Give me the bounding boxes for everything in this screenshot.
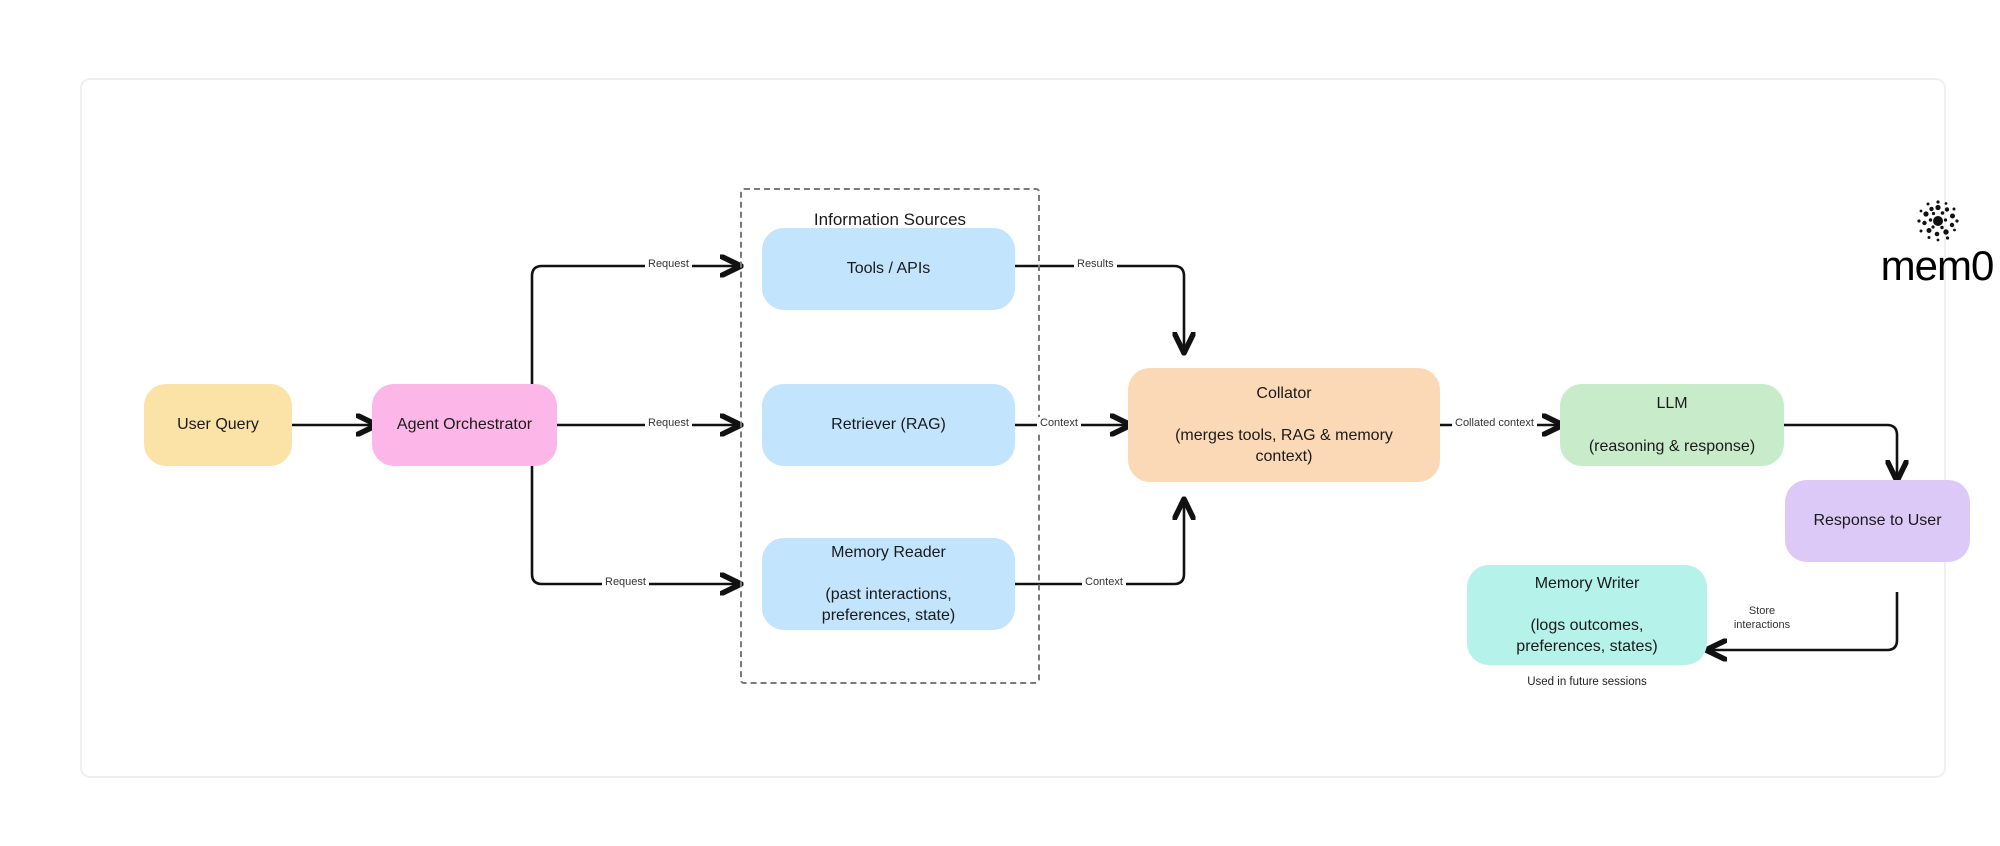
store-interactions-line1: Store <box>1748 605 1776 617</box>
node-agent-orchestrator[interactable]: Agent Orchestrator <box>372 384 557 466</box>
node-collator-sub: (merges tools, RAG & memory context) <box>1175 427 1393 466</box>
node-retriever-rag[interactable]: Retriever (RAG) <box>762 384 1015 466</box>
node-memory-writer-label: Memory Writer <box>1534 574 1640 592</box>
edge-label-request-mid: Request <box>645 417 692 431</box>
mem0-logo: mem0 <box>1877 198 1997 289</box>
node-agent-orchestrator-label: Agent Orchestrator <box>396 416 533 434</box>
edge-label-request-bottom: Request <box>602 576 649 590</box>
caption-used-in-future-sessions: Used in future sessions <box>1527 676 1647 688</box>
node-response-to-user-label: Response to User <box>1813 512 1942 530</box>
node-tools-apis-label: Tools / APIs <box>846 260 931 278</box>
node-response-to-user[interactable]: Response to User <box>1785 480 1970 562</box>
mem0-radial-dots-icon <box>1917 200 1959 242</box>
edge-orchestrator-to-memoryreader <box>530 425 740 584</box>
edge-llm-to-response <box>1782 423 1897 480</box>
edge-label-request-top: Request <box>645 258 692 272</box>
node-memory-reader-sub: (past interactions, preferences, state) <box>821 586 956 625</box>
edge-tools-to-collator <box>990 264 1184 352</box>
node-collator[interactable]: Collator (merges tools, RAG & memory con… <box>1128 368 1440 482</box>
node-collator-label: Collator <box>1256 384 1312 402</box>
edge-label-context-bottom: Context <box>1082 576 1126 590</box>
information-sources-group: Information Sources <box>740 188 1040 684</box>
node-memory-writer[interactable]: Memory Writer (logs outcomes, preference… <box>1467 565 1707 665</box>
node-llm[interactable]: LLM (reasoning & response) <box>1560 384 1784 466</box>
node-memory-reader-label: Memory Reader <box>831 543 946 561</box>
diagram-canvas: Information Sources User Query Agent Orc… <box>80 78 1994 778</box>
store-interactions-line2: interactions <box>1733 618 1791 631</box>
node-llm-sub: (reasoning & response) <box>1588 437 1756 455</box>
node-user-query-label: User Query <box>177 416 259 434</box>
information-sources-label: Information Sources <box>813 210 967 229</box>
edge-label-results: Results <box>1074 258 1117 272</box>
edge-label-collated-context: Collated context <box>1452 417 1537 431</box>
edge-memoryreader-to-collator <box>990 500 1184 586</box>
edge-label-store-interactions: Store interactions <box>1722 605 1802 633</box>
edge-label-context-mid: Context <box>1037 417 1081 431</box>
edge-orchestrator-to-tools <box>530 266 740 425</box>
node-retriever-rag-label: Retriever (RAG) <box>831 416 946 434</box>
mem0-wordmark: mem0 <box>1880 242 1995 289</box>
node-llm-label: LLM <box>1656 395 1688 413</box>
node-memory-writer-sub: (logs outcomes, preferences, states) <box>1516 617 1658 656</box>
node-memory-reader[interactable]: Memory Reader (past interactions, prefer… <box>762 538 1015 630</box>
node-tools-apis[interactable]: Tools / APIs <box>762 228 1015 310</box>
node-user-query[interactable]: User Query <box>144 384 292 466</box>
edge-response-to-memorywriter <box>1707 592 1899 650</box>
